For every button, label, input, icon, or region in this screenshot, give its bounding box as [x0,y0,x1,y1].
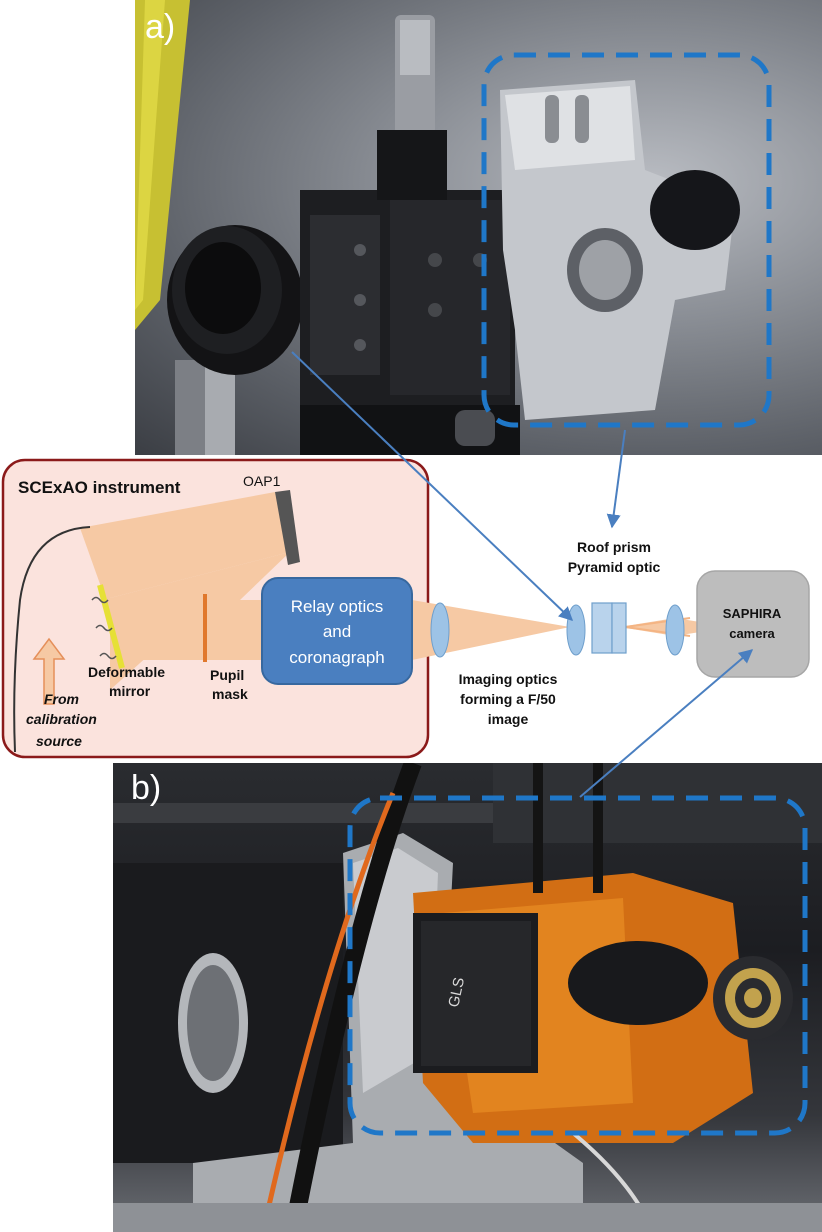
connector-camera [579,649,754,798]
imaging-label-1: Imaging optics [459,671,558,687]
cable-orange [260,792,396,1232]
lens-2 [566,604,586,656]
dashed-box-pyramid [481,52,772,428]
actuator-2 [95,624,113,632]
relay-optics-box [261,577,413,685]
relay-label-3: coronagraph [289,648,384,667]
camera-label-2: camera [729,626,775,641]
pupil-label-2: mask [212,686,248,702]
imaging-label-2: forming a F/50 [460,691,556,707]
oap1-mirror [275,490,300,565]
photo-pyramid-optics: a) [135,0,822,455]
saphira-camera-box [696,570,810,678]
relay-label-1: Relay optics [291,597,384,616]
deformable-label-1: Deformable [88,664,165,680]
beam-from-oap [110,552,290,690]
actuator-3 [99,652,117,660]
source-label-2: calibration [26,711,97,727]
pupil-label-1: Pupil [210,667,244,683]
connector-pyramid [606,429,626,529]
lens-3 [665,604,685,656]
oap1-label: OAP1 [243,473,281,489]
source-label-1: From [44,691,79,707]
photo-b-drawing: GLS [113,763,822,1232]
deformable-label-2: mirror [109,683,151,699]
roof-prism-label: Roof prism [577,539,651,555]
roof-prism [591,602,613,654]
optical-fiber [13,526,91,753]
cable-black [284,763,422,1232]
dashed-box-camera [347,795,808,1136]
connector-lens-tube [291,351,574,621]
panel-label-a: a) [145,8,176,46]
photo-a-drawing [135,0,740,455]
beam-to-oap [80,492,290,612]
beam-imaging [412,600,570,660]
source-label-3: source [36,733,82,749]
pyramid-optic [611,602,627,654]
deformable-mirror [97,584,125,669]
gls-logo-text: GLS [445,976,468,1009]
beam-collimated [110,600,270,660]
panel-label-b: b) [131,769,162,807]
actuator-1 [91,596,109,604]
imaging-label-3: image [488,711,529,727]
lens-1 [430,602,450,658]
pyramid-optic-label: Pyramid optic [568,559,661,575]
relay-label-2: and [323,622,351,641]
photo-saphira-camera: GLS b) [113,763,822,1232]
source-arrow [32,637,66,705]
pupil-mask [203,594,207,662]
instrument-title: SCExAO instrument [18,478,181,497]
camera-label-1: SAPHIRA [723,606,782,621]
